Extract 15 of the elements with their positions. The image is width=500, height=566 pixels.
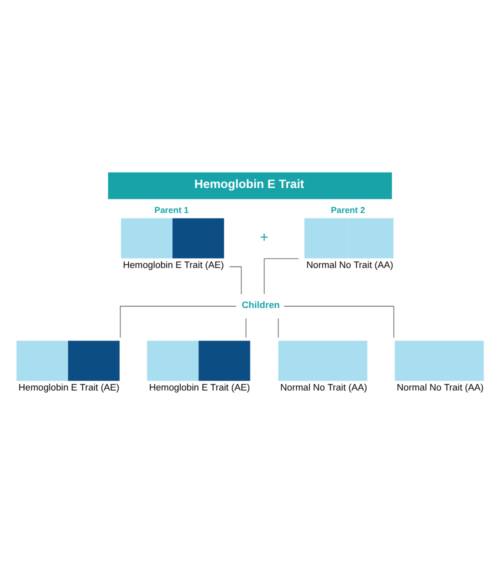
node-label: Normal No Trait (AA) <box>280 382 368 392</box>
node-text: Children <box>242 300 280 310</box>
connector <box>120 305 236 338</box>
connector <box>278 318 279 338</box>
node-label: Normal No Trait (AA) <box>306 259 394 270</box>
node-label: Parent 2 <box>330 204 366 215</box>
node-label: Hemoglobin E Trait (AE) <box>18 382 120 392</box>
connector <box>264 258 299 294</box>
diagram-title: Hemoglobin E Trait <box>194 176 304 191</box>
connector <box>284 305 394 338</box>
node-label: Normal No Trait (AA) <box>396 382 484 392</box>
node-label: Hemoglobin E Trait (AE) <box>122 259 224 270</box>
label: + <box>260 230 269 246</box>
node-label: Hemoglobin E Trait (AE) <box>149 382 250 392</box>
node-label: Parent 1 <box>154 204 189 215</box>
